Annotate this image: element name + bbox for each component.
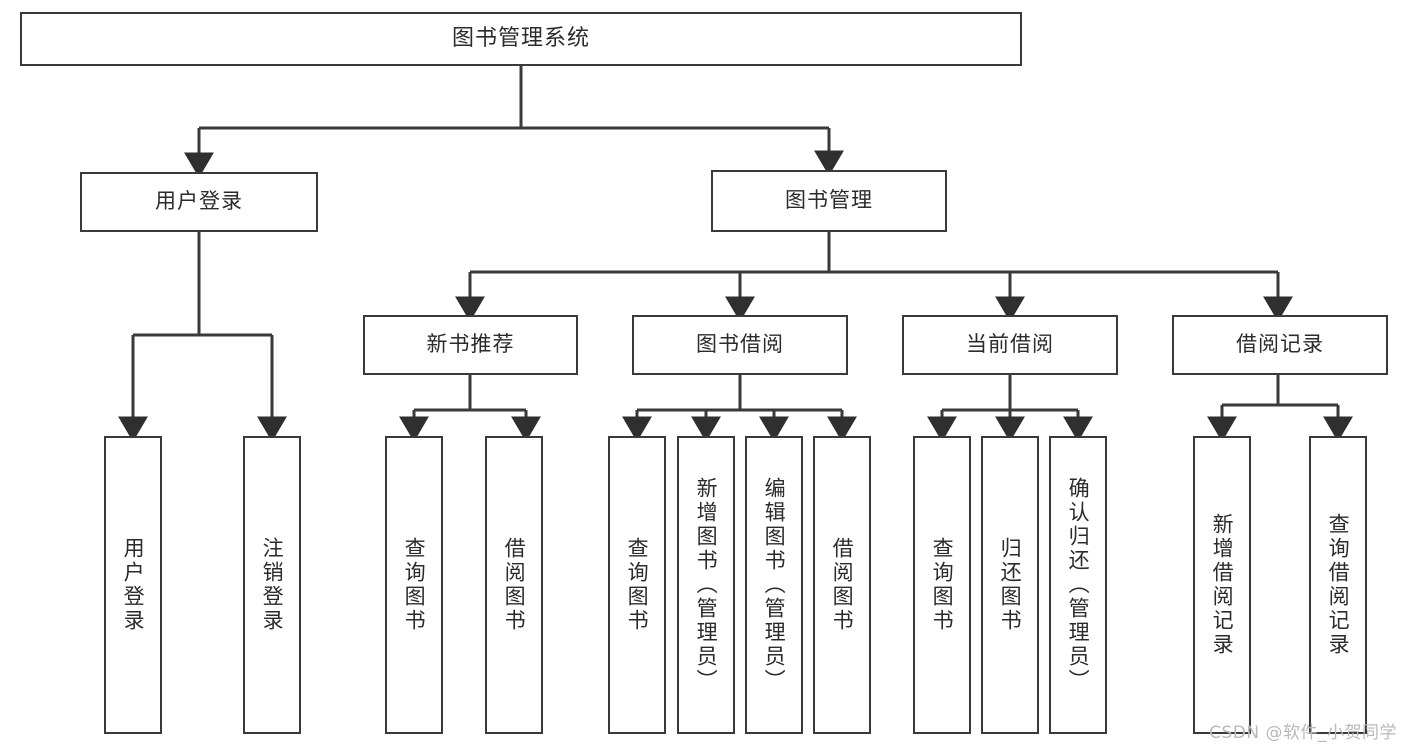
node-root-system[interactable]: 图书管理系统: [20, 12, 1022, 66]
csdn-watermark: CSDN @软件_小贺同学: [1209, 723, 1397, 743]
node-label: 用户登录: [121, 537, 146, 633]
node-label: 借阅记录: [1236, 332, 1324, 357]
node-label: 新增图书（管理员）: [694, 477, 719, 693]
node-label: 编辑图书（管理员）: [762, 477, 787, 693]
node-label: 确认归还（管理员）: [1066, 477, 1091, 693]
node-user-login[interactable]: 用户登录: [80, 172, 318, 232]
leaf-user-login[interactable]: 用户登录: [104, 436, 162, 734]
node-label: 查询图书: [402, 537, 427, 633]
node-label: 图书借阅: [696, 332, 784, 357]
node-label: 归还图书: [998, 537, 1023, 633]
leaf-query-record[interactable]: 查询借阅记录: [1309, 436, 1367, 734]
node-new-book-rec[interactable]: 新书推荐: [363, 315, 578, 375]
node-borrow-record[interactable]: 借阅记录: [1172, 315, 1388, 375]
node-label: 用户登录: [155, 189, 243, 214]
leaf-add-record[interactable]: 新增借阅记录: [1193, 436, 1251, 734]
node-label: 新书推荐: [426, 332, 515, 357]
leaf-return-book[interactable]: 归还图书: [981, 436, 1039, 734]
node-label: 新增借阅记录: [1210, 513, 1235, 657]
leaf-edit-book[interactable]: 编辑图书（管理员）: [745, 436, 803, 734]
node-label: 查询图书: [930, 537, 955, 633]
node-book-manage[interactable]: 图书管理: [711, 170, 947, 232]
node-label: 借阅图书: [502, 537, 527, 633]
node-label: 图书管理: [785, 188, 873, 213]
node-label: 查询图书: [625, 537, 650, 633]
node-current-borrow[interactable]: 当前借阅: [902, 315, 1118, 375]
node-book-borrow[interactable]: 图书借阅: [632, 315, 848, 375]
leaf-borrow-book-2[interactable]: 借阅图书: [813, 436, 871, 734]
leaf-query-book-3[interactable]: 查询图书: [913, 436, 971, 734]
leaf-query-book-2[interactable]: 查询图书: [608, 436, 666, 734]
node-label: 借阅图书: [830, 537, 855, 633]
node-label: 注销登录: [260, 537, 285, 633]
leaf-confirm-return[interactable]: 确认归还（管理员）: [1049, 436, 1107, 734]
node-label: 图书管理系统: [451, 25, 590, 51]
leaf-user-logout[interactable]: 注销登录: [243, 436, 301, 734]
node-label: 当前借阅: [966, 332, 1054, 357]
node-label: 查询借阅记录: [1326, 513, 1351, 657]
leaf-add-book[interactable]: 新增图书（管理员）: [677, 436, 735, 734]
leaf-query-book-1[interactable]: 查询图书: [385, 436, 443, 734]
leaf-borrow-book-1[interactable]: 借阅图书: [485, 436, 543, 734]
